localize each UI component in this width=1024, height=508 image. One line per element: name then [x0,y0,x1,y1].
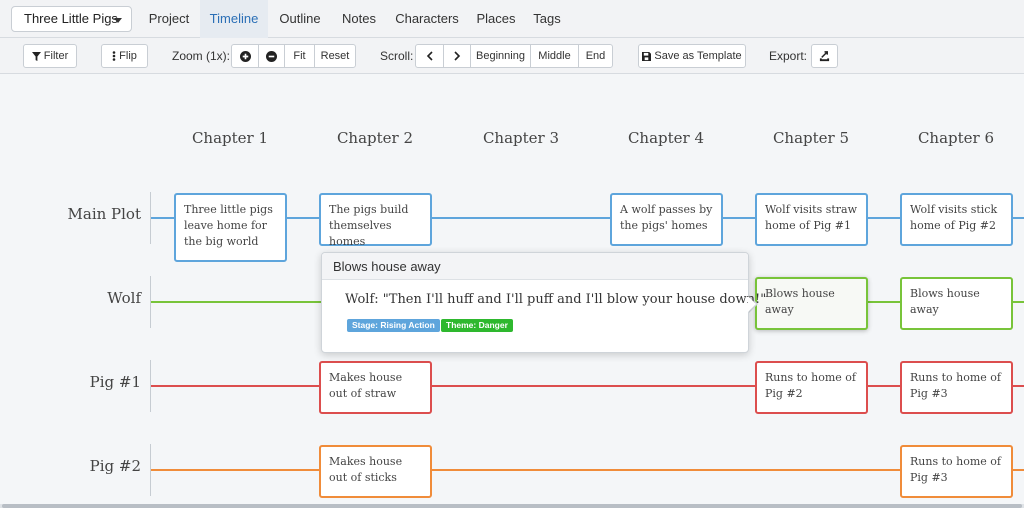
scene-card[interactable]: Makes house out of straw [319,361,432,414]
zoom-in-button[interactable] [232,45,259,67]
tab-characters[interactable]: Characters [395,11,459,26]
scene-card[interactable]: Makes house out of sticks [319,445,432,498]
scroll-label: Scroll: [380,49,414,63]
top-navigation: Three Little Pigs Project Timeline Outli… [0,0,1024,38]
scrollbar-thumb[interactable] [2,504,1022,508]
save-as-template-label: Save as Template [654,50,742,62]
chevron-right-icon [454,51,461,61]
popover-description: Wolf: "Then I'll huff and I'll puff and … [345,292,767,307]
project-selector[interactable]: Three Little Pigs [11,6,132,32]
scene-popover: Blows house away Wolf: "Then I'll huff a… [321,252,766,353]
popover-arrow [748,296,756,312]
chapter-header[interactable]: Chapter 6 [917,129,995,147]
filter-label: Filter [43,50,69,62]
horizontal-scrollbar[interactable] [0,504,1024,508]
row-label-pig-1[interactable]: Pig #1 [89,373,141,391]
row-divider [150,444,151,496]
zoom-label: Zoom (1x): [172,49,231,63]
timeline-toolbar: Filter Flip Zoom (1x): Fit Reset Scroll:… [0,38,1024,74]
chapter-header[interactable]: Chapter 5 [772,129,850,147]
export-icon [819,50,830,61]
scroll-beginning-button[interactable]: Beginning [471,45,531,67]
export-button[interactable] [811,44,838,68]
row-label-pig-2[interactable]: Pig #2 [89,457,141,475]
zoom-fit-button[interactable]: Fit [285,45,315,67]
zoom-out-button[interactable] [259,45,285,67]
zoom-reset-button[interactable]: Reset [320,50,350,62]
plus-circle-icon [239,50,251,62]
scene-card[interactable]: Wolf visits stick home of Pig #2 [900,193,1013,246]
row-divider [150,360,151,412]
main-plot-line [151,217,1024,219]
row-divider [150,276,151,328]
scene-card[interactable]: Runs to home of Pig #3 [900,361,1013,414]
row-label-main-plot[interactable]: Main Plot [67,205,141,223]
chapter-header[interactable]: Chapter 1 [191,129,269,147]
flip-button[interactable]: Flip [101,44,148,68]
row-label-wolf[interactable]: Wolf [107,289,141,307]
tag-badge: Stage: Rising Action [347,319,440,332]
scene-card[interactable]: The pigs build themselves homes [319,193,432,248]
chapter-header[interactable]: Chapter 4 [627,129,705,147]
scene-card[interactable]: Runs to home of Pig #2 [755,361,868,414]
scroll-end-button[interactable]: End [585,50,606,62]
filter-button[interactable]: Filter [23,44,77,68]
minus-circle-icon [266,50,277,62]
pig-2-plot-line [151,469,1024,471]
save-as-template-button[interactable]: Save as Template [638,44,746,68]
zoom-controls: Fit Reset [231,44,356,68]
tag-badge: Theme: Danger [441,319,513,332]
scene-card[interactable]: Three little pigs leave home for the big… [174,193,287,262]
tab-timeline[interactable]: Timeline [200,0,268,38]
row-divider [150,192,151,244]
save-icon [642,51,652,61]
tab-places[interactable]: Places [476,11,516,26]
pig-1-plot-line [151,385,1024,387]
scene-card[interactable]: Blows house away [900,277,1013,330]
tab-notes[interactable]: Notes [342,11,376,26]
scroll-right-button[interactable] [444,45,471,67]
export-label: Export: [769,49,808,63]
flip-label: Flip [119,50,137,62]
caret-down-icon [114,18,122,23]
scene-card[interactable]: Wolf visits straw home of Pig #1 [755,193,868,246]
scene-card[interactable]: A wolf passes by the pigs' homes [610,193,723,246]
vertical-ellipsis-icon [112,51,116,61]
tab-tags[interactable]: Tags [533,11,561,26]
chapter-header[interactable]: Chapter 2 [336,129,414,147]
tab-outline[interactable]: Outline [279,11,321,26]
filter-icon [31,51,41,61]
chapter-header[interactable]: Chapter 3 [482,129,560,147]
popover-title: Blows house away [322,253,748,280]
project-selector-label: Three Little Pigs [24,11,118,26]
scroll-controls: Beginning Middle End [415,44,613,68]
scroll-middle-button[interactable]: Middle [531,45,579,67]
chevron-left-icon [426,51,433,61]
scene-card[interactable]: Runs to home of Pig #3 [900,445,1013,498]
tab-project[interactable]: Project [148,11,190,26]
scene-card-selected[interactable]: Blows house away [755,277,868,330]
scroll-left-button[interactable] [416,45,444,67]
